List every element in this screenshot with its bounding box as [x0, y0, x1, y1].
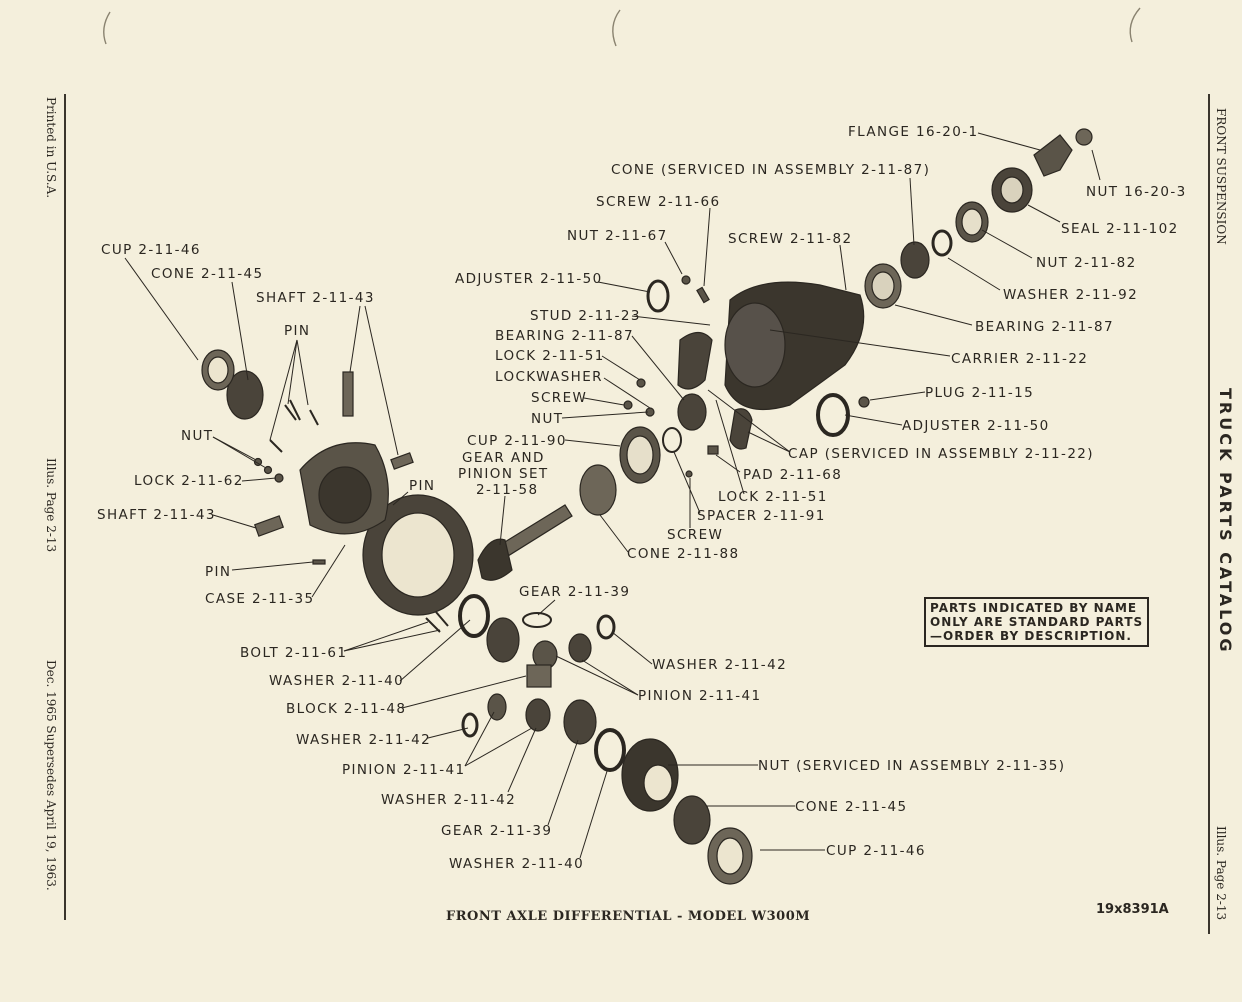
- figure-id: 19x8391A: [1096, 902, 1169, 917]
- illus-page-left: Illus. Page 2-13: [44, 458, 58, 553]
- label-case: CASE 2-11-35: [205, 591, 315, 607]
- date-supersedes: Dec. 1965 Supersedes April 19, 1963.: [44, 660, 58, 891]
- label-cone-left: CONE 2-11-45: [151, 266, 264, 282]
- label-lockwasher: LOCKWASHER: [495, 369, 603, 385]
- label-cup-left: CUP 2-11-46: [101, 242, 201, 258]
- label-washer-2-11-42-right: WASHER 2-11-42: [652, 657, 788, 673]
- label-lock-lower: LOCK 2-11-51: [718, 489, 828, 505]
- label-washer-2-11-42-left: WASHER 2-11-42: [296, 732, 432, 748]
- label-lock-upper: LOCK 2-11-51: [495, 348, 605, 364]
- parts: [201, 128, 1093, 885]
- label-gear-pinion-line2: PINION SET: [458, 466, 549, 482]
- label-screw-2-11-66: SCREW 2-11-66: [596, 194, 721, 210]
- leader-lines: [124, 132, 1101, 859]
- label-washer-2-11-42-lower: WASHER 2-11-42: [381, 792, 517, 808]
- illus-page-right: Illus. Page 2-13: [1214, 826, 1228, 921]
- label-cup-lower: CUP 2-11-46: [826, 843, 926, 859]
- label-seal: SEAL 2-11-102: [1061, 221, 1179, 237]
- label-carrier: CARRIER 2-11-22: [951, 351, 1089, 367]
- label-pin-upper: PIN: [284, 323, 311, 339]
- label-nut-upper: NUT: [531, 411, 564, 427]
- label-bearing-right: BEARING 2-11-87: [975, 319, 1114, 335]
- label-cap: CAP (SERVICED IN ASSEMBLY 2-11-22): [788, 446, 1094, 462]
- label-cone-2-11-88: CONE 2-11-88: [627, 546, 740, 562]
- label-stud: STUD 2-11-23: [530, 308, 641, 324]
- label-plug: PLUG 2-11-15: [925, 385, 1035, 401]
- standard-parts-note: PARTS INDICATED BY NAME ONLY ARE STANDAR…: [924, 597, 1150, 647]
- label-spacer: SPACER 2-11-91: [697, 508, 826, 524]
- binder-marks: [103, 7, 1141, 47]
- label-pinion-left: PINION 2-11-41: [342, 762, 466, 778]
- label-pad: PAD 2-11-68: [743, 467, 843, 483]
- section-title: FRONT SUSPENSION: [1214, 108, 1228, 245]
- label-gear-pinion-line3: 2-11-58: [476, 482, 539, 498]
- label-nut-2-11-82: NUT 2-11-82: [1036, 255, 1137, 271]
- label-screw-upper: SCREW: [531, 390, 588, 406]
- label-shaft-lower: SHAFT 2-11-43: [97, 507, 216, 523]
- cone-upper-part: [900, 241, 930, 279]
- label-cone-lower: CONE 2-11-45: [795, 799, 908, 815]
- label-washer-2-11-40-upper: WASHER 2-11-40: [269, 673, 405, 689]
- label-pinion-right: PINION 2-11-41: [638, 688, 762, 704]
- label-adjuster-lower: ADJUSTER 2-11-50: [902, 418, 1050, 434]
- label-flange: FLANGE 16-20-1: [848, 124, 979, 140]
- label-cone-serviced: CONE (SERVICED IN ASSEMBLY 2-11-87): [611, 162, 931, 178]
- label-screw-lower: SCREW: [667, 527, 724, 543]
- label-shaft-upper: SHAFT 2-11-43: [256, 290, 375, 306]
- label-pin-lower: PIN: [205, 564, 232, 580]
- note-line-2: ONLY ARE STANDARD PARTS: [930, 615, 1144, 629]
- label-block: BLOCK 2-11-48: [286, 701, 407, 717]
- flange-part: [1033, 134, 1073, 177]
- label-gear-upper: GEAR 2-11-39: [519, 584, 631, 600]
- label-cup-2-11-90: CUP 2-11-90: [467, 433, 567, 449]
- label-lock-2-11-62: LOCK 2-11-62: [134, 473, 244, 489]
- label-adjuster-upper: ADJUSTER 2-11-50: [455, 271, 603, 287]
- label-washer-2-11-40-lower: WASHER 2-11-40: [449, 856, 585, 872]
- label-gear-lower: GEAR 2-11-39: [441, 823, 553, 839]
- label-bolt: BOLT 2-11-61: [240, 645, 348, 661]
- label-nut-2-11-67: NUT 2-11-67: [567, 228, 668, 244]
- figure-caption: FRONT AXLE DIFFERENTIAL - MODEL W300M: [446, 909, 811, 924]
- catalog-title: TRUCK PARTS CATALOG: [1216, 388, 1235, 655]
- label-gear-pinion-line1: GEAR AND: [462, 450, 545, 466]
- note-line-3: —ORDER BY DESCRIPTION.: [930, 629, 1132, 643]
- note-line-1: PARTS INDICATED BY NAME: [930, 601, 1138, 615]
- printed-in-usa: Printed in U.S.A.: [44, 97, 58, 199]
- label-nut-serviced: NUT (SERVICED IN ASSEMBLY 2-11-35): [758, 758, 1066, 774]
- label-washer-2-11-92: WASHER 2-11-92: [1003, 287, 1139, 303]
- nut-16-20-3-part: [1075, 128, 1093, 146]
- label-bearing-left: BEARING 2-11-87: [495, 328, 634, 344]
- label-pin-middle: PIN: [409, 478, 436, 494]
- label-nut-left: NUT: [181, 428, 214, 444]
- label-screw-2-11-82: SCREW 2-11-82: [728, 231, 853, 247]
- label-nut-16-20-3: NUT 16-20-3: [1086, 184, 1187, 200]
